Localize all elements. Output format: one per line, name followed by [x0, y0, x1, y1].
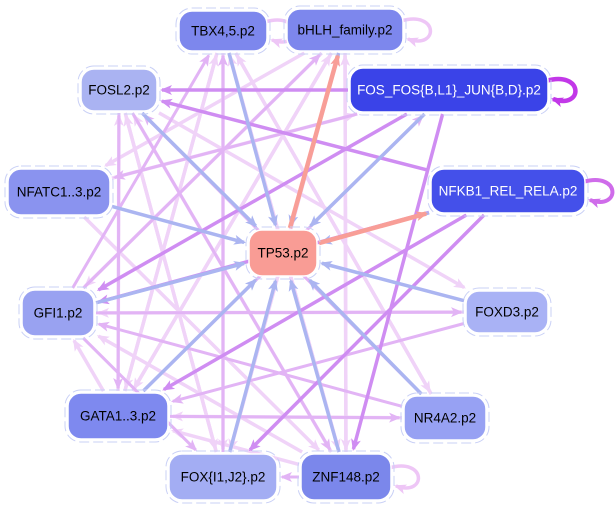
node-foxd3[interactable]: FOXD3.p2: [462, 287, 552, 337]
node-ring: [175, 7, 271, 55]
edge-bhlh-to-znf: [340, 52, 351, 451]
node-body: [67, 392, 169, 440]
edge-nfatc-to-tp53: [111, 204, 247, 245]
node-fos[interactable]: FOS_FOS{B,L1}_JUN{B,D}.p2: [346, 64, 552, 116]
self-loop-znf: [388, 464, 421, 495]
edge-nr4a2-to-gfi1: [96, 321, 403, 408]
self-loop-nfkb: [582, 178, 615, 209]
node-tp53[interactable]: TP53.p2: [245, 226, 321, 280]
node-ring: [64, 389, 172, 443]
edge-tbx-to-gata: [123, 52, 219, 391]
node-ring: [297, 450, 395, 504]
node-body: [286, 8, 404, 52]
node-body: [21, 289, 95, 337]
node-ring: [427, 165, 589, 217]
node-nfatc[interactable]: NFATC1..3.p2: [4, 165, 114, 219]
edge-bhlh-to-gata: [132, 52, 333, 391]
edge-fosl2-to-tp53: [140, 111, 258, 228]
edge-foxd3-to-tp53: [319, 260, 465, 303]
edge-nfkb-to-fosl2: [159, 98, 430, 173]
edge-fos-to-tp53: [309, 112, 426, 228]
edge-fos-to-gfi1: [96, 112, 408, 292]
node-body: [465, 290, 549, 334]
self-loops-layer: [264, 17, 615, 495]
edge-fosl2-to-gata: [113, 112, 124, 390]
node-gata[interactable]: GATA1..3.p2: [64, 389, 172, 443]
edge-bhlh-to-nfatc: [104, 51, 306, 168]
node-foxij[interactable]: FOX{I1,J2}.p2: [165, 450, 281, 504]
node-ring: [462, 287, 552, 337]
edges-layer: [71, 51, 486, 482]
self-loop-fos: [545, 76, 578, 108]
node-tbx[interactable]: TBX4,5.p2: [175, 7, 271, 55]
node-ring: [283, 5, 407, 55]
edge-tp53-to-nfkb: [318, 211, 429, 246]
edge-foxd3-to-gata: [170, 322, 465, 404]
node-ring: [400, 392, 490, 444]
node-body: [7, 168, 111, 216]
edge-gfi1-to-foxd3: [95, 307, 463, 318]
edge-tbx-to-tp53: [227, 52, 278, 228]
node-ring: [346, 64, 552, 116]
node-gfi1[interactable]: GFI1.p2: [18, 286, 98, 340]
node-body: [168, 453, 278, 501]
edge-tp53-to-bhlh: [287, 53, 340, 229]
node-ring: [4, 165, 114, 219]
edge-foxij-to-tp53: [228, 278, 278, 453]
self-loop-bhlh: [400, 17, 433, 48]
edge-znf-to-tp53: [288, 278, 341, 453]
node-znf[interactable]: ZNF148.p2: [297, 450, 395, 504]
node-ring: [18, 286, 98, 340]
edge-gfi1-to-tp53: [95, 261, 247, 305]
node-ring: [77, 65, 161, 115]
edge-gata-to-tp53: [142, 278, 257, 393]
node-body: [349, 67, 549, 113]
node-body: [80, 68, 158, 112]
node-nr4a2[interactable]: NR4A2.p2: [400, 392, 490, 444]
node-fosl2[interactable]: FOSL2.p2: [77, 65, 161, 115]
edge-fosl2-to-foxd3: [158, 111, 466, 290]
node-nfkb[interactable]: NFKB1_REL_RELA.p2: [427, 165, 589, 217]
node-body: [248, 229, 318, 277]
node-ring: [245, 226, 321, 280]
edge-tbx-to-nr4a2: [234, 52, 432, 394]
edge-nfkb-to-gata: [162, 213, 468, 392]
edge-fosl2-to-znf: [131, 112, 332, 452]
edge-nfkb-to-foxij: [248, 213, 486, 452]
node-body: [178, 10, 268, 52]
node-ring: [165, 450, 281, 504]
edge-nr4a2-to-tp53: [308, 278, 423, 396]
node-body: [430, 168, 586, 214]
node-bhlh[interactable]: bHLH_family.p2: [283, 5, 407, 55]
edge-gata-to-gfi1: [72, 338, 105, 392]
node-body: [403, 395, 487, 441]
node-body: [300, 453, 392, 501]
